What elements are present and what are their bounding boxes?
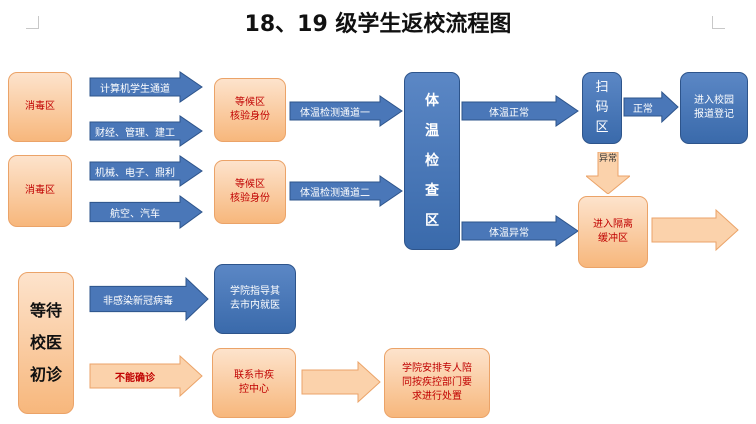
- arrow-scan-abnormal: 异常: [586, 152, 630, 194]
- arrow-non-covid-label: 非感染新冠病毒: [103, 295, 173, 307]
- college-guide-box: 学院指导其去市内就医: [214, 264, 296, 334]
- arrow-shape: [289, 95, 403, 127]
- arrow-channel1-label: 体温检测通道一: [300, 107, 370, 119]
- isolation-buffer-zone: 进入隔离缓冲区: [578, 196, 648, 268]
- arrow-temp-channel-2: 体温检测通道二: [289, 175, 403, 207]
- arrow-shape: [89, 155, 203, 187]
- disinfect-zone-1: 消毒区: [8, 72, 72, 142]
- college-staff-box: 学院安排专人陪同按疾控部门要求进行处置: [384, 348, 490, 418]
- arrow-cannot-confirm: 不能确诊: [89, 354, 203, 398]
- arrow-shape: [623, 90, 679, 124]
- arrow-to-college-staff: [301, 360, 381, 404]
- arrow-temp-channel-1: 体温检测通道一: [289, 95, 403, 127]
- arrow-isolation-next: [651, 208, 739, 252]
- arrow-shape: [89, 71, 203, 103]
- arrow-mech-channel: 机械、电子、鼎利: [89, 155, 203, 187]
- arrow-abnormal-down-label: 异常: [598, 154, 617, 164]
- arrow-finance-label: 财经、管理、建工: [95, 127, 175, 139]
- down-arrow-shape: [586, 152, 630, 194]
- arrow-shape: [89, 115, 203, 147]
- corner-mark-right: [712, 16, 725, 29]
- arrow-scan-normal: 正常: [623, 90, 679, 124]
- arrow-shape: [651, 208, 739, 252]
- arrow-mech-label: 机械、电子、鼎利: [95, 167, 175, 179]
- page-title: 18、19 级学生返校流程图: [244, 12, 512, 37]
- arrow-cs-channel: 计算机学生通道: [89, 71, 203, 103]
- arrow-aero-channel: 航空、汽车: [89, 195, 203, 229]
- arrow-temp-normal: 体温正常: [461, 95, 579, 127]
- contact-cdc-box: 联系市疾控中心: [212, 348, 296, 418]
- corner-mark-left: [26, 16, 39, 29]
- arrow-temp-abnormal: 体温异常: [461, 215, 579, 247]
- arrow-finance-channel: 财经、管理、建工: [89, 115, 203, 147]
- arrow-shape: [461, 215, 579, 247]
- arrow-channel2-label: 体温检测通道二: [300, 187, 370, 199]
- arrow-shape: [461, 95, 579, 127]
- arrow-shape: [89, 276, 209, 322]
- arrow-abnormal-label: 体温异常: [489, 227, 529, 239]
- arrow-shape: [89, 195, 203, 229]
- arrow-normal-label: 体温正常: [489, 107, 529, 119]
- enter-campus-box: 进入校园报道登记: [680, 72, 748, 144]
- waiting-area-2: 等候区核验身份: [214, 160, 286, 224]
- arrow-cannot-confirm-label: 不能确诊: [115, 372, 155, 384]
- arrow-shape: [289, 175, 403, 207]
- arrow-normal2-label: 正常: [632, 103, 653, 115]
- arrow-non-covid: 非感染新冠病毒: [89, 276, 209, 322]
- scan-code-zone: 扫码区: [582, 72, 622, 144]
- arrow-cs-label: 计算机学生通道: [100, 83, 170, 95]
- arrow-shape: [89, 354, 203, 398]
- temperature-check-zone: 体温检查区: [404, 72, 460, 250]
- arrow-shape: [301, 360, 381, 404]
- arrow-aero-label: 航空、汽车: [110, 208, 160, 220]
- await-doctor-box: 等待校医初诊: [18, 272, 74, 414]
- disinfect-zone-2: 消毒区: [8, 155, 72, 227]
- waiting-area-1: 等候区核验身份: [214, 78, 286, 142]
